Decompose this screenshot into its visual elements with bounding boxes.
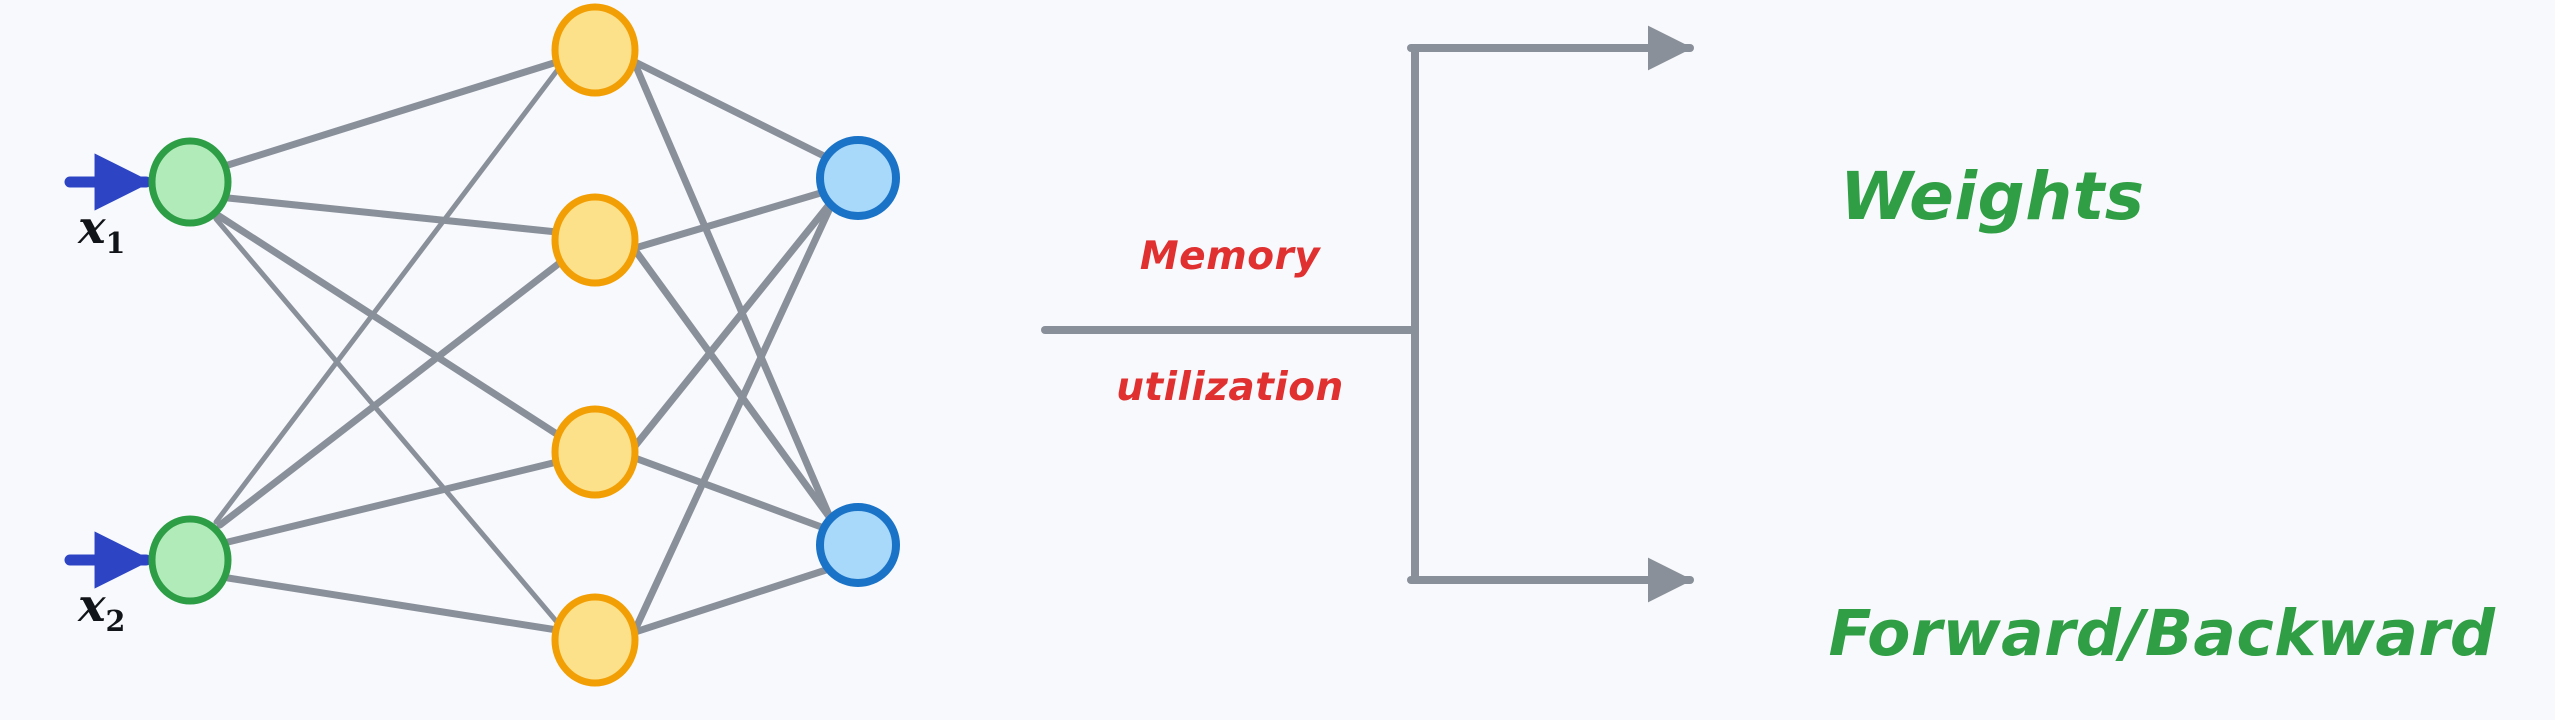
input-layer xyxy=(148,137,232,605)
input-label-x2-sub: 2 xyxy=(105,603,126,638)
input-arrows xyxy=(64,153,152,589)
edge-in1-hid3 xyxy=(215,212,570,444)
edge-in2-hid3 xyxy=(224,458,561,546)
edge-hid1-out1 xyxy=(631,58,832,162)
edge-in2-hid4 xyxy=(224,574,561,634)
edge-hid1-out2 xyxy=(631,60,836,526)
edges-hidden-to-output xyxy=(631,58,836,636)
input-label-x1-sub: 1 xyxy=(105,225,126,260)
edge-hid3-out1 xyxy=(631,202,832,450)
output-node-2[interactable] xyxy=(816,503,900,587)
hidden-node-1[interactable] xyxy=(551,3,639,97)
edge-hid2-out2 xyxy=(631,246,834,522)
input-label-x1: x1 xyxy=(14,150,125,311)
edge-hid4-out2 xyxy=(631,566,830,636)
hidden-layer xyxy=(551,3,639,687)
memory-utilization-line-1: Memory xyxy=(1139,234,1321,280)
input-node-x1[interactable] xyxy=(148,137,232,227)
edges-input-to-hidden xyxy=(213,58,570,634)
output-label-forward-backward: Forward/Backward computations xyxy=(1782,448,2542,720)
hidden-node-3[interactable] xyxy=(551,405,639,499)
split-bracket xyxy=(1041,25,1694,603)
input-node-x2[interactable] xyxy=(148,515,232,605)
hidden-node-2[interactable] xyxy=(551,193,639,287)
input-label-x2: x2 xyxy=(14,528,125,689)
output-label-forward-backward-line-1: Forward/Backward xyxy=(1828,596,2496,670)
input-label-x2-base: x xyxy=(78,577,106,632)
edge-hid2-out1 xyxy=(631,188,828,252)
input-label-x1-base: x xyxy=(78,199,106,254)
hidden-node-4[interactable] xyxy=(551,593,639,687)
edge-in1-hid2 xyxy=(224,194,561,236)
edge-hid4-out1 xyxy=(631,204,834,634)
edge-in1-hid4 xyxy=(213,216,565,631)
edge-in1-hid1 xyxy=(224,58,561,169)
memory-utilization-line-2: utilization xyxy=(1116,365,1344,411)
edge-in2-hid2 xyxy=(216,254,570,529)
output-node-1[interactable] xyxy=(816,136,900,220)
output-label-weights-line-1: Weights xyxy=(1840,157,2145,235)
output-label-weights: Weights xyxy=(1840,12,2145,382)
memory-utilization-annotation: Memory utilization xyxy=(1090,148,1370,497)
edge-in2-hid1 xyxy=(213,61,565,525)
edge-hid3-out2 xyxy=(631,454,828,532)
output-layer xyxy=(816,136,900,587)
